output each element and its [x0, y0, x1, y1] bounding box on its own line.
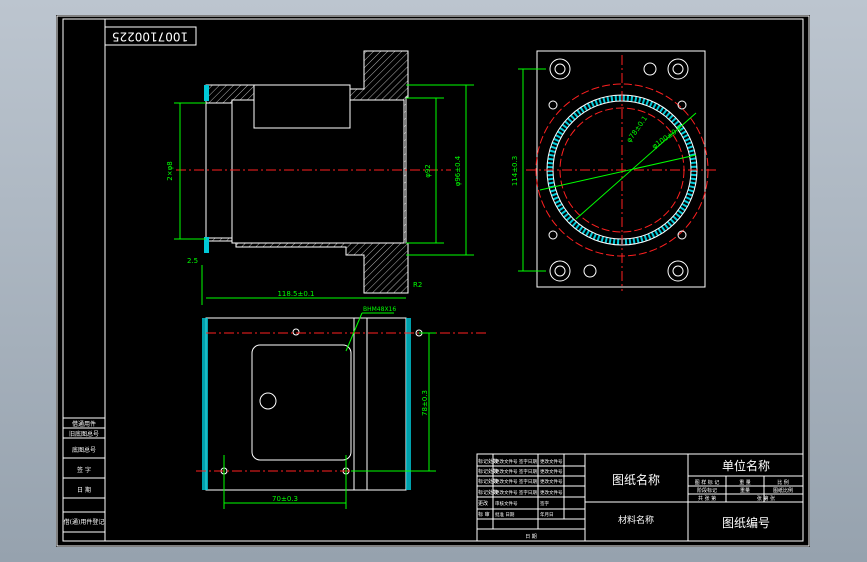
side-view: φ100±0.2 φ78±0.1 114±0.3 — [511, 50, 718, 291]
inner-frame — [62, 18, 804, 542]
row-right-3: 更改文件号 — [540, 489, 563, 496]
row-mid-5: 批准 日期 — [495, 511, 515, 518]
material-name: 材料名称 — [618, 514, 654, 526]
drawing-canvas: 1007100225 借通用件 旧底图总号 底图总号 签 字 日 期 借(通)用… — [56, 15, 810, 547]
right-value-2: 图纸比例 — [773, 487, 793, 494]
strip-label-1: 旧底图总号 — [69, 430, 99, 438]
row-right-5: 年月日 — [540, 511, 554, 518]
row-right-4: 签字 — [540, 500, 549, 507]
right-value-0: 阶段标记 — [697, 487, 717, 494]
sheet-info-0: 共 张 第 — [698, 495, 716, 502]
strip-label-3: 签 字 — [77, 466, 91, 474]
row-mid-1: 更改文件号 签字日期 — [495, 468, 537, 475]
title-block: 标记处数 标记处数 标记处数 标记处数 更改 标 审 更改文件号 签字日期 更改… — [476, 453, 804, 542]
strip-label-0: 借通用件 — [72, 420, 96, 428]
dim-text-d6: 114±0.3 — [511, 156, 519, 186]
strip-label-4: 日 期 — [77, 486, 91, 494]
row-right-1: 更改文件号 — [540, 468, 563, 475]
footer-label: 日 期 — [525, 534, 537, 540]
dim-text-d9: 78±0.3 — [421, 390, 429, 416]
strip-label-2: 底图总号 — [72, 446, 96, 454]
outer-frame — [56, 15, 810, 547]
stamp-box — [104, 26, 197, 46]
drawing-name: 图纸名称 — [612, 472, 660, 487]
strip-label-5: 借(通)用件登记 — [64, 518, 105, 526]
sheet-info-1: 张 第 张 — [757, 495, 775, 502]
dim-text-d2: 2.5 — [187, 257, 198, 265]
right-header-2: 比 例 — [777, 479, 789, 486]
dim-text-d3: 118.5±0.1 — [277, 290, 314, 298]
drawing-code: 图纸编号 — [722, 515, 770, 530]
row-label-2: 标记处数 — [478, 478, 498, 485]
mounting-holes — [548, 58, 689, 282]
dim-text-d4: φ92 — [424, 164, 432, 178]
row-right-2: 更改文件号 — [540, 478, 563, 485]
row-label-1: 标记处数 — [478, 468, 498, 475]
top-view: 70±0.3 78±0.3 BHM48X16 — [196, 306, 486, 509]
right-header-0: 图 样 标 记 — [695, 479, 720, 486]
row-mid-3: 更改文件号 签字日期 — [495, 489, 537, 496]
row-mid-4: 审核文件号 — [495, 500, 518, 507]
unit-name: 单位名称 — [722, 458, 770, 473]
row-label-4: 更改 — [478, 500, 488, 507]
row-label-5: 标 审 — [478, 511, 490, 518]
drawing-number-stamp: 1007100225 — [112, 30, 188, 44]
row-mid-2: 更改文件号 签字日期 — [495, 478, 537, 485]
row-right-0: 更改文件号 — [540, 458, 563, 465]
dim-text-d12: BHM48X16 — [363, 306, 396, 313]
row-label-0: 标记处数 — [478, 458, 498, 465]
dim-text-d8: φ78±0.1 — [625, 115, 649, 145]
right-value-1: 重量 — [740, 487, 750, 494]
front-section-view: 2×φ8 2.5 118.5±0.1 φ92 φ96±0.4 R2 — [166, 50, 474, 305]
left-strip: 借通用件 旧底图总号 底图总号 签 字 日 期 借(通)用件登记 — [62, 417, 106, 533]
row-mid-0: 更改文件号 签字日期 — [495, 458, 537, 465]
row-label-3: 标记处数 — [478, 489, 498, 496]
dim-text-d5: φ96±0.4 — [454, 155, 462, 186]
dim-text-d10: 70±0.3 — [272, 495, 298, 503]
dim-text-d1: 2×φ8 — [166, 161, 174, 180]
dim-text-d11: R2 — [413, 281, 422, 289]
drawing-sheet: 1007100225 借通用件 旧底图总号 底图总号 签 字 日 期 借(通)用… — [56, 15, 810, 547]
right-header-1: 重 量 — [739, 479, 751, 486]
